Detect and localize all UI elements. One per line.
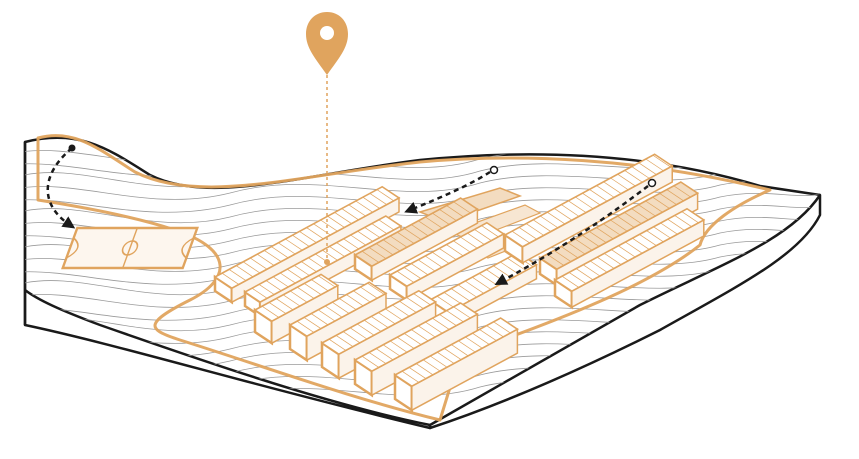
contour-line — [25, 179, 820, 213]
terrain-top-outline — [24, 136, 821, 197]
dashed-arrow-icon — [494, 178, 657, 285]
terrain-right-face — [428, 193, 822, 430]
terrain-front-face — [23, 140, 432, 430]
circulation-paths — [46, 144, 657, 285]
building-block — [388, 221, 506, 303]
dashed-arrow-icon — [404, 165, 499, 214]
building-block — [393, 317, 519, 413]
map-pin-icon — [306, 12, 348, 75]
building-block — [253, 273, 340, 346]
building-cluster — [213, 153, 706, 413]
building-block — [353, 197, 479, 283]
building-block — [553, 207, 706, 310]
sports-court — [61, 226, 199, 270]
dashed-arrow-icon — [46, 144, 76, 229]
building-block — [503, 153, 674, 266]
location-pin — [306, 12, 348, 265]
contour-line — [25, 137, 820, 152]
